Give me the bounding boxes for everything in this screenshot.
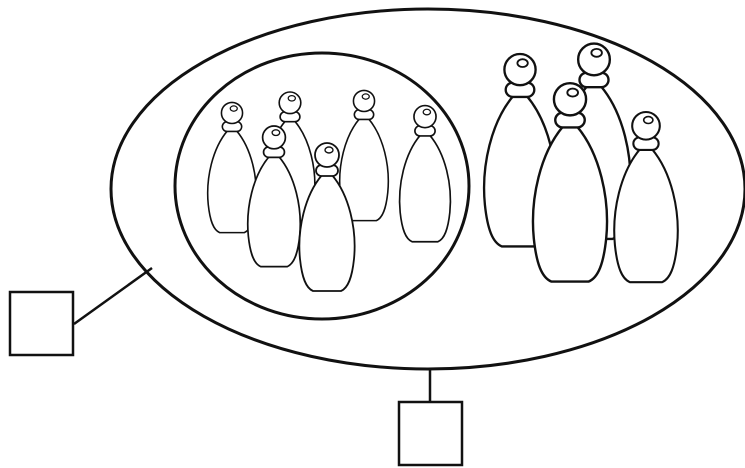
answer-box-bottom[interactable] — [397, 400, 464, 467]
connector-left — [73, 266, 153, 326]
answer-box-left[interactable] — [8, 290, 75, 357]
